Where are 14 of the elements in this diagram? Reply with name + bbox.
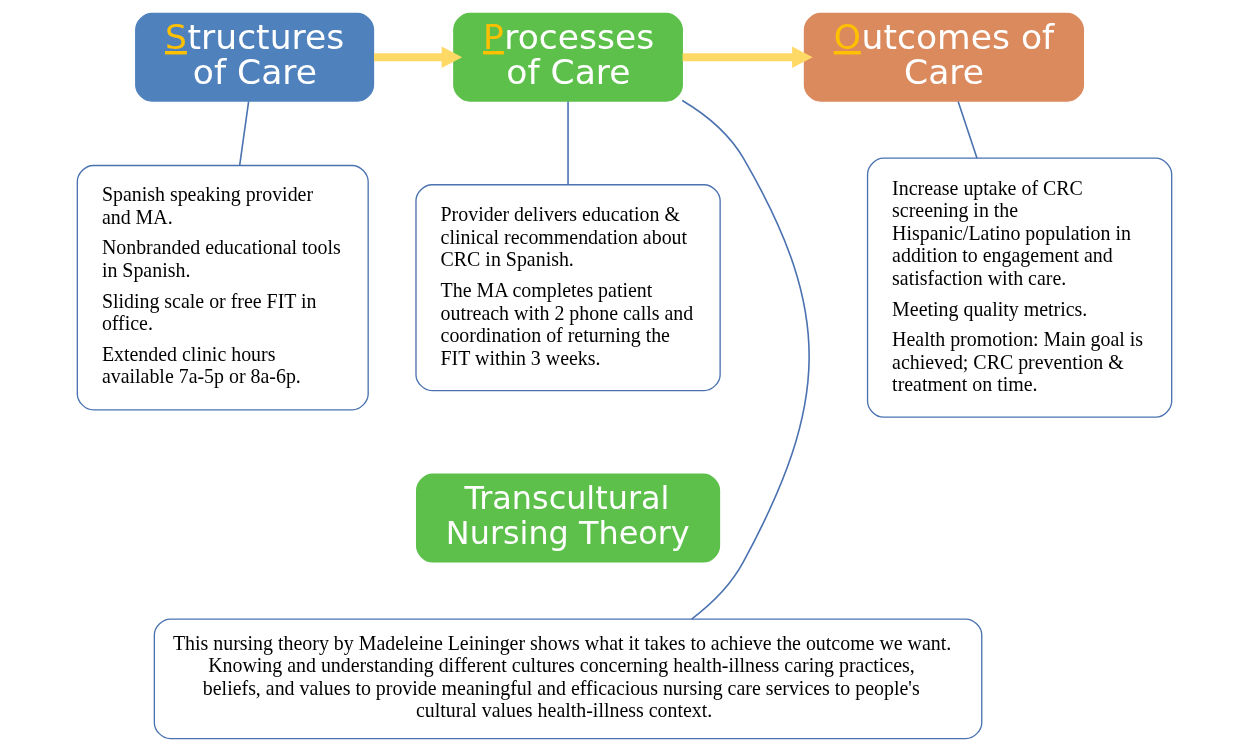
node-box: Spanish speaking provider and MA. Nonbranded educational tools in Spanish. Sliding scale or free FIT in office. Extended clinic hours available 7a-5p or 8a-6p.: [76, 164, 369, 411]
node-box: This nursing theory by Madeleine Leininger shows what it takes to achieve the outcome we want. Knowing and understanding different cultures concerning health-illness caring practices, beliefs, and values to provide meaningful and efficacious nursing care services to people's cultural values health-illness context.: [153, 618, 983, 740]
node-box: Outcomes of Care: [803, 12, 1085, 102]
connector: [567, 100, 569, 186]
arrow: [682, 46, 813, 68]
arrow: [374, 46, 463, 68]
connector: [957, 100, 978, 159]
connector: [238, 100, 250, 167]
node-box: Transcultural Nursing Theory: [416, 473, 721, 563]
node-box: Provider delivers education & clinical recommendation about CRC in Spanish. The MA completes patient outreach with 2 phone calls and coordination of returning the FIT within 3 weeks.: [415, 184, 721, 392]
connector: [681, 99, 810, 620]
node-box: Increase uptake of CRC screening in the Hispanic/Latino population in addition to engagement and satisfaction with care. Meeting quality metrics. Health promotion: Main goal is achieved; CRC prevention & treatment on time.: [866, 157, 1173, 418]
node-box: Processes of Care: [453, 12, 683, 102]
node-box: Structures of Care: [135, 12, 375, 102]
